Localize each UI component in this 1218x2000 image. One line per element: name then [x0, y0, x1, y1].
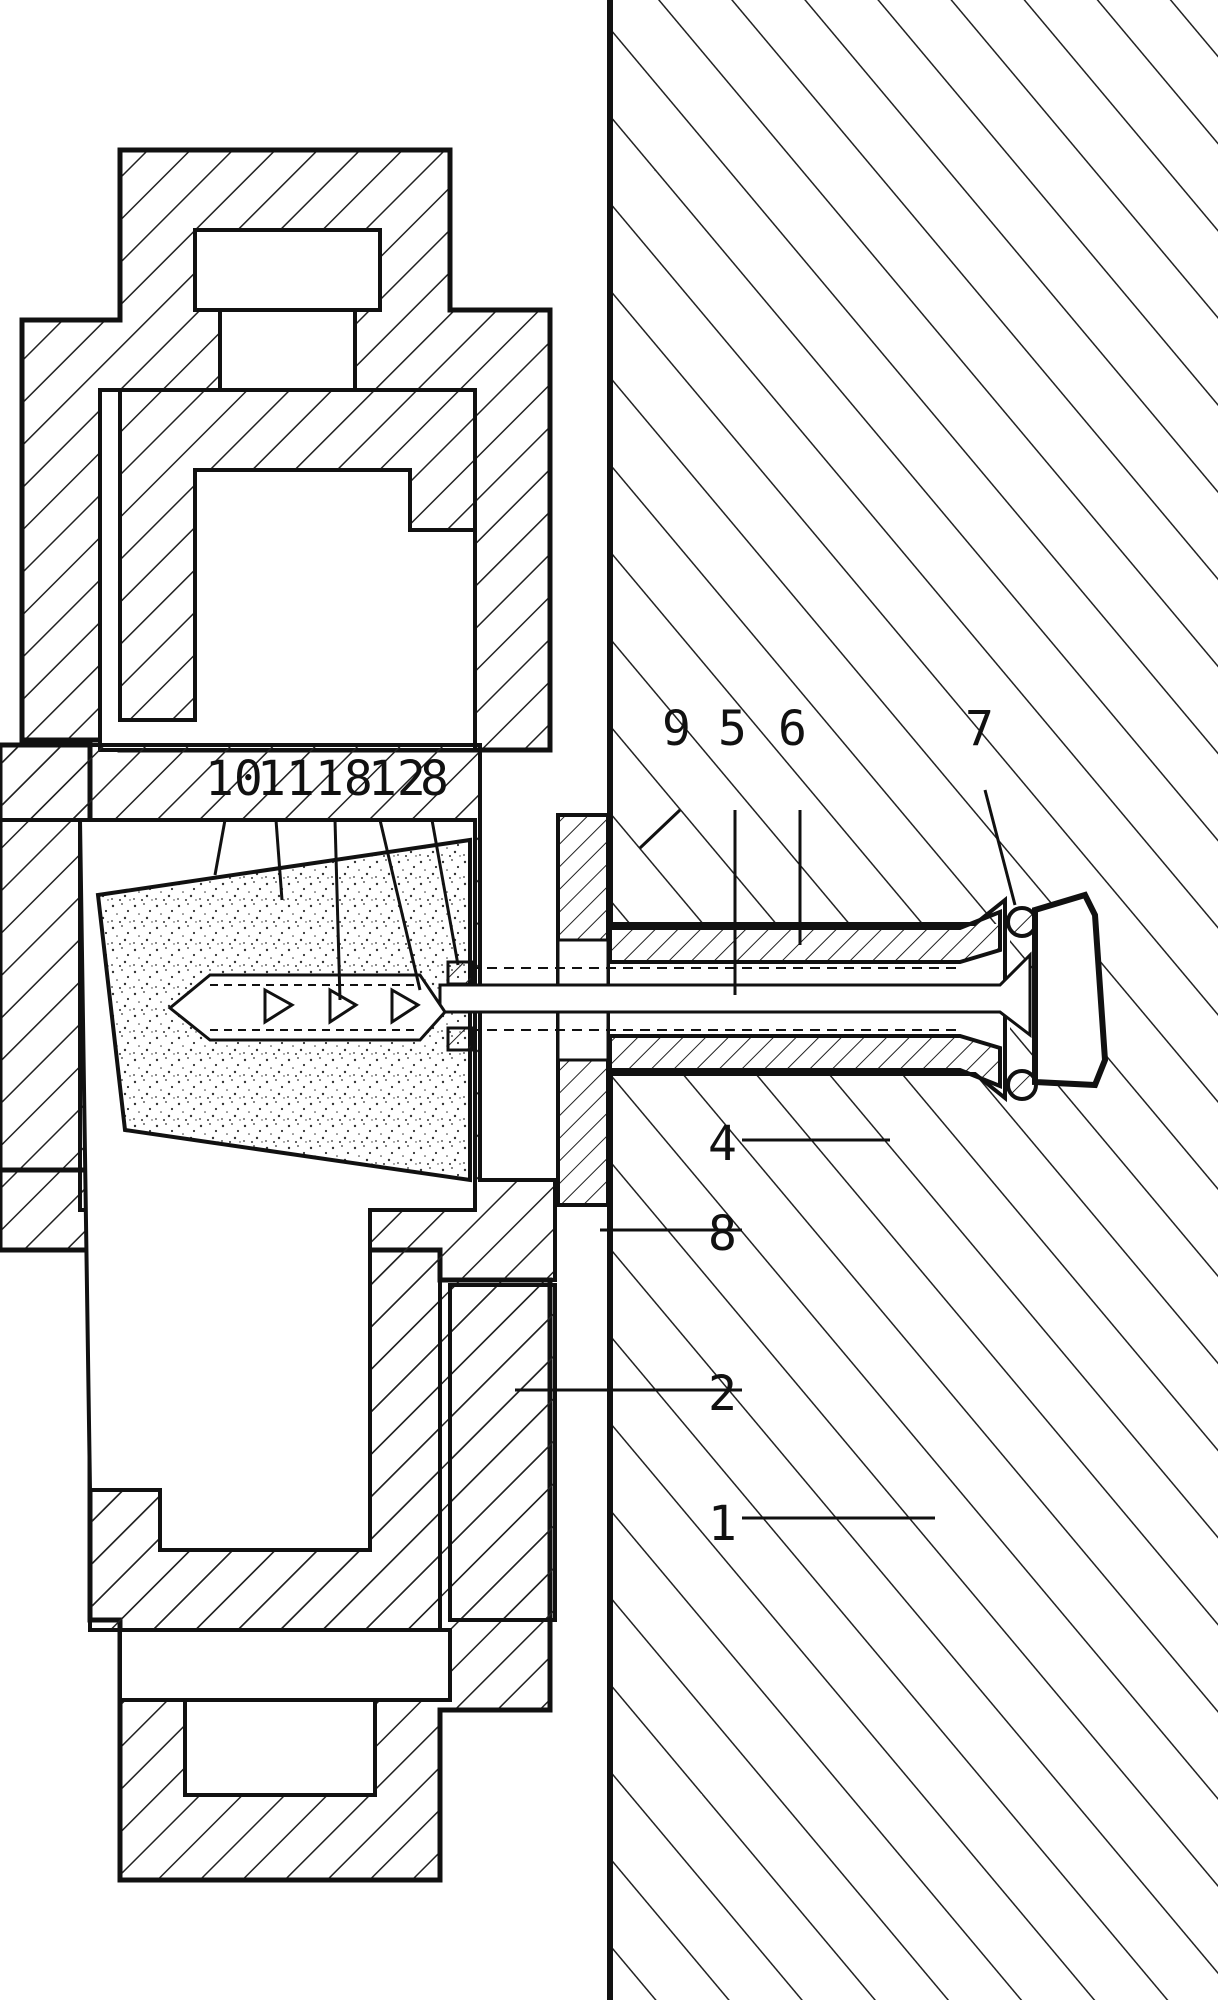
label-11: 11 [257, 751, 315, 807]
label-1: 1 [708, 1496, 737, 1552]
o-ring-top-icon [1008, 908, 1036, 936]
label-18: 18 [315, 751, 373, 807]
label-7: 7 [965, 701, 994, 757]
washer-top-part-8 [448, 962, 472, 984]
label-5: 5 [718, 701, 747, 757]
label-12: 12 [368, 751, 426, 807]
label-9: 9 [662, 701, 691, 757]
label-6: 6 [778, 701, 807, 757]
label-4: 4 [708, 1116, 737, 1172]
bolt-head-part-7 [1035, 895, 1105, 1085]
anchor-pin-part-18 [170, 975, 445, 1040]
washer-bottom-part-8 [448, 1028, 472, 1050]
label-8-top: 8 [420, 751, 449, 807]
label-8-bottom: 8 [708, 1206, 737, 1262]
label-2: 2 [708, 1366, 737, 1422]
o-ring-bottom-icon [1008, 1071, 1036, 1099]
label-10: 10 [205, 751, 263, 807]
